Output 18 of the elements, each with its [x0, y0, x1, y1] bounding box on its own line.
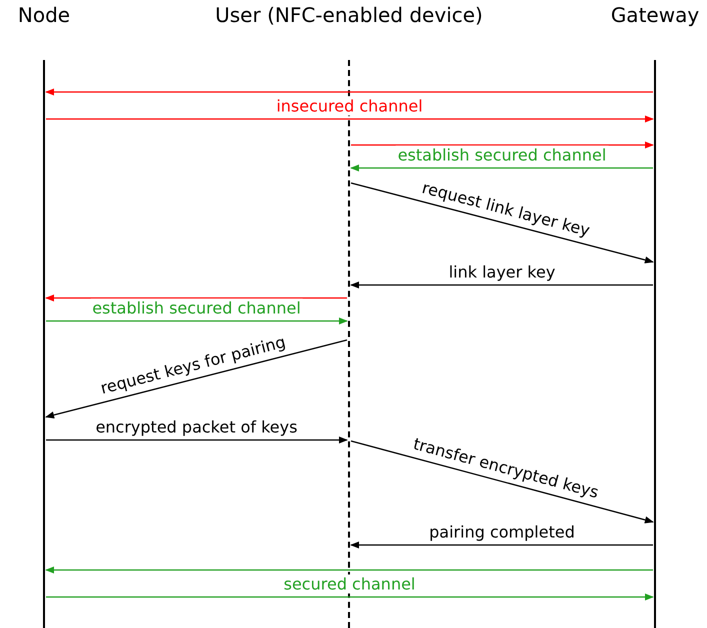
message-arrow: [350, 182, 654, 264]
message-arrow: [350, 440, 654, 524]
message-arrow: [350, 541, 653, 549]
message-arrow: [45, 294, 347, 302]
message-arrow: [46, 593, 654, 601]
edge-label: encrypted packet of keys: [94, 418, 300, 436]
message-arrow: [46, 115, 654, 123]
message-arrow: [45, 566, 653, 574]
message-arrow: [45, 88, 653, 96]
participant-label: Gateway: [610, 3, 700, 27]
message-arrow: [46, 317, 348, 325]
participant-label: Node: [16, 3, 72, 27]
message-arrow: [46, 436, 348, 444]
message-arrow: [350, 164, 653, 172]
message-arrow: [350, 281, 653, 289]
message-arrow: [45, 339, 348, 418]
message-arrow: [351, 141, 654, 149]
participant-label: User (NFC-enabled device): [214, 3, 484, 27]
